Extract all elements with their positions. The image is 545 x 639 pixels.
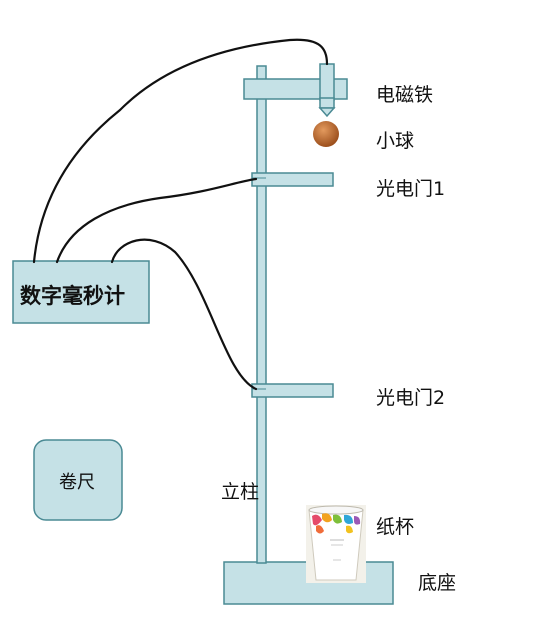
wires — [32, 38, 329, 391]
wire-to-gate-1 — [55, 177, 258, 264]
label-timer: 数字毫秒计 — [20, 284, 125, 308]
label-gate-1: 光电门1 — [376, 178, 446, 200]
electromagnet — [318, 63, 336, 118]
label-cup: 纸杯 — [376, 516, 415, 538]
label-base: 底座 — [418, 572, 457, 594]
paper-cup — [306, 505, 366, 583]
ball — [313, 121, 339, 147]
label-ball: 小球 — [376, 130, 415, 152]
label-tape: 卷尺 — [59, 472, 95, 493]
wire-to-electromagnet — [32, 38, 329, 264]
photo-gate-1 — [251, 172, 334, 187]
label-gate-2: 光电门2 — [376, 387, 446, 409]
column — [256, 65, 267, 564]
label-electromagnet: 电磁铁 — [376, 84, 434, 106]
photo-gate-2 — [251, 383, 334, 398]
label-column: 立柱 — [221, 481, 260, 503]
tape-measure — [33, 439, 123, 521]
timer-box — [12, 260, 150, 324]
wire-to-gate-2 — [110, 238, 258, 391]
